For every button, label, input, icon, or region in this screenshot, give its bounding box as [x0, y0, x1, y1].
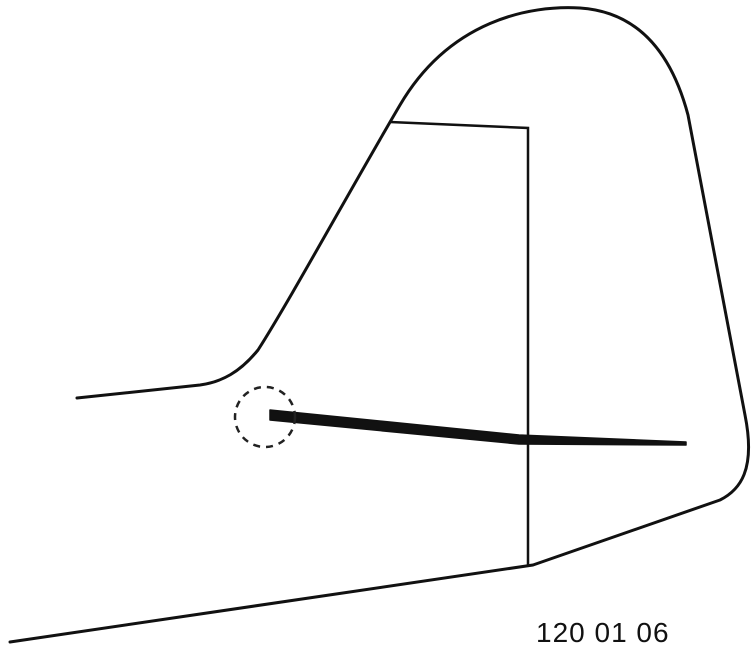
figure-code-label: 120 01 06: [536, 617, 670, 648]
rudder-panel-outline: [389, 120, 530, 565]
antenna-wire: [269, 409, 687, 446]
fin-outline: [8, 6, 750, 644]
callout-circle: [233, 385, 297, 449]
